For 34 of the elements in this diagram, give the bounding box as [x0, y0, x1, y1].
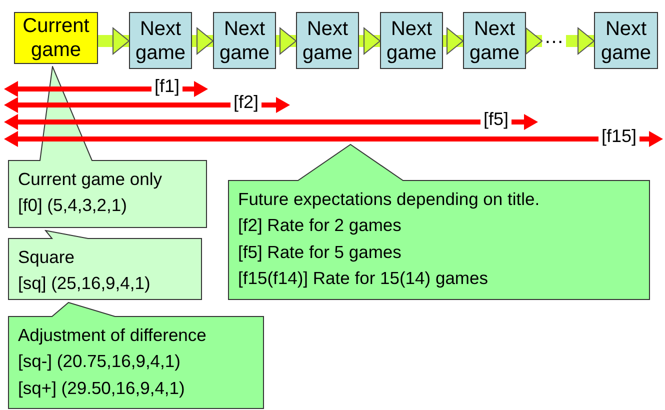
callout-text: [f15(f14)] Rate for 15(14) games [238, 266, 488, 290]
callout-text: [sq+] (29.50,16,9,4,1) [18, 376, 185, 400]
game-box: Next game [380, 12, 443, 69]
callout-text: [sq] (25,16,9,4,1) [18, 272, 150, 296]
callout-text: [sq-] (20.75,16,9,4,1) [18, 350, 180, 374]
game-box: Next game [296, 12, 359, 69]
block-arrow [526, 28, 542, 54]
block-arrow [192, 28, 214, 54]
game-box: Current game [14, 12, 98, 64]
span-label: [f2] [232, 93, 260, 111]
ellipsis-text: … [542, 26, 566, 52]
block-arrow [566, 28, 594, 54]
callout-text: [f5] Rate for 5 games [238, 240, 402, 264]
callout-box [8, 230, 203, 301]
game-box: Next game [213, 12, 276, 69]
game-box: Next game [129, 12, 192, 69]
block-arrow [276, 28, 296, 54]
span-label: [f1] [154, 77, 180, 95]
callout-heading: Square [18, 246, 74, 269]
game-box: Next game [463, 12, 526, 69]
callout-box [228, 144, 651, 301]
block-arrow [443, 28, 464, 54]
span-label: [f5] [482, 110, 510, 128]
callout-text: [f2] Rate for 2 games [238, 214, 402, 238]
callout-box [8, 302, 265, 410]
block-arrow [359, 28, 380, 54]
game-box: Next game [594, 12, 658, 69]
callout-box [8, 66, 208, 229]
block-arrow [98, 28, 130, 54]
callout-heading: Current game only [18, 168, 162, 191]
span-label: [f15] [600, 127, 638, 145]
callout-heading: Adjustment of difference [18, 324, 206, 347]
callout-text: [f0] (5,4,3,2,1) [18, 194, 127, 218]
callout-heading: Future expectations depending on title. [238, 188, 540, 211]
